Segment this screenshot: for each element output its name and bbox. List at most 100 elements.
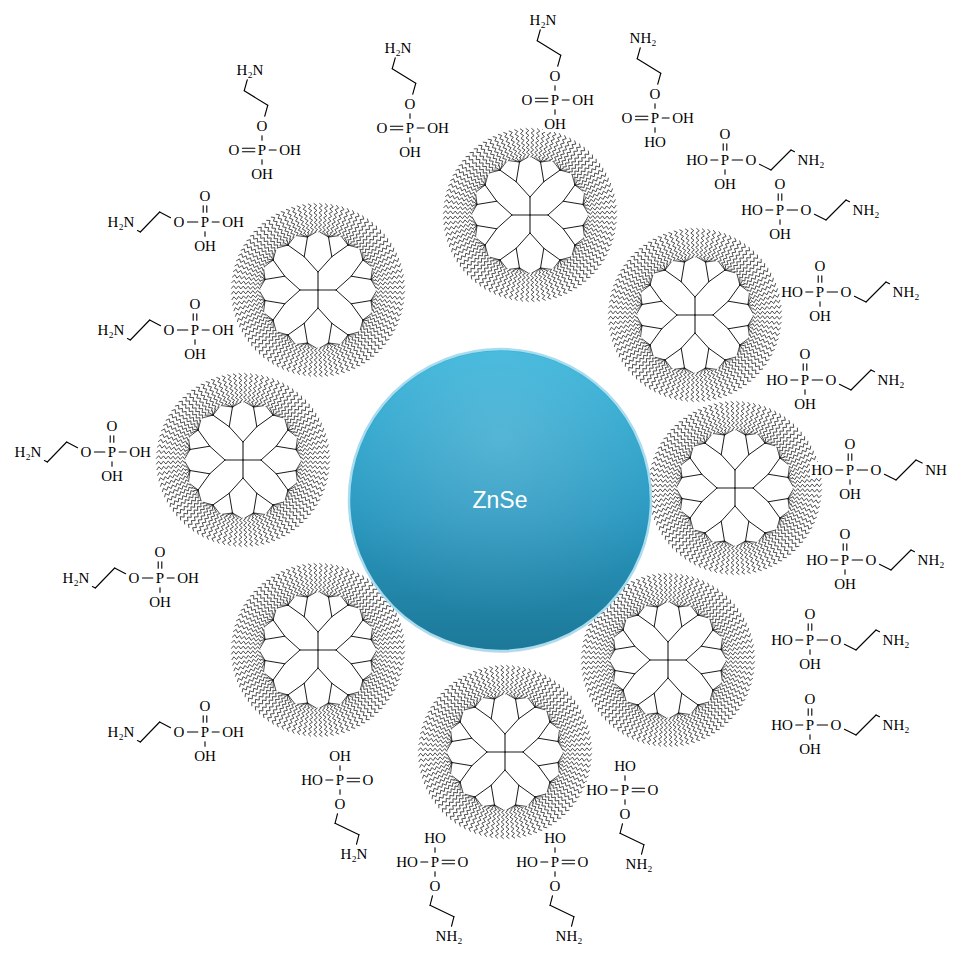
dendrimer-branch xyxy=(679,606,689,607)
atom-label: O xyxy=(825,372,838,389)
dendrimer-branch xyxy=(765,443,775,446)
dendrimer-branch xyxy=(198,430,210,446)
bond-line xyxy=(632,791,644,792)
dendrimer-branch xyxy=(558,763,559,773)
alkyl-chain xyxy=(718,689,742,705)
bond-line xyxy=(261,160,262,165)
dendrimer-branch xyxy=(682,474,702,477)
alkyl-chain xyxy=(520,669,531,697)
bond-line xyxy=(347,778,359,779)
bond-line xyxy=(537,41,561,55)
dendrimer-branch xyxy=(560,170,570,173)
dendrimer-branch xyxy=(695,530,705,533)
alkyl-chain xyxy=(693,412,708,437)
bond-line xyxy=(844,729,856,735)
dendrimer-branch xyxy=(705,521,721,533)
bond-line xyxy=(856,715,876,735)
dendrimer-branch xyxy=(695,282,709,297)
dendrimer-branch xyxy=(351,636,371,639)
alkyl-chain xyxy=(270,510,285,535)
alkyl-chain xyxy=(456,169,480,185)
alkyl-chain xyxy=(659,368,673,394)
dendrimer-branch xyxy=(583,221,588,226)
dendrimer-branch xyxy=(449,763,453,766)
bond-line xyxy=(392,69,416,83)
alkyl-chain xyxy=(376,646,405,650)
dendrimer-branch xyxy=(229,478,243,493)
dendrimer-branch xyxy=(288,430,296,436)
alkyl-chain xyxy=(207,513,221,539)
dendrimer-branch xyxy=(759,435,765,443)
bond-line xyxy=(809,650,810,655)
alkyl-chain xyxy=(301,460,330,464)
dendrimer-branch xyxy=(788,475,792,478)
alkyl-chain xyxy=(743,268,767,284)
bond-line xyxy=(535,101,547,102)
alkyl-chain xyxy=(517,667,526,695)
alkyl-chain xyxy=(691,580,705,606)
dendrimer-branch xyxy=(721,666,726,671)
dendrimer-branch xyxy=(544,170,560,182)
dendrimer-branch xyxy=(351,276,371,279)
dendrimer-branch xyxy=(304,597,307,617)
alkyl-chain xyxy=(376,290,405,294)
dendrimer-branch xyxy=(298,703,308,704)
alkyl-chain xyxy=(648,242,664,266)
alkyl-chain xyxy=(692,712,706,738)
alkyl-chain xyxy=(484,265,500,289)
alkyl-chain xyxy=(585,634,613,645)
atom-label: NH₂ xyxy=(629,30,658,47)
bond-line xyxy=(67,442,78,448)
alkyl-chain xyxy=(549,133,561,160)
alkyl-chain xyxy=(233,629,261,638)
alkyl-chain xyxy=(239,373,243,402)
alkyl-chain xyxy=(792,500,820,509)
alkyl-chain xyxy=(652,462,680,473)
alkyl-chain xyxy=(345,340,360,365)
alkyl-chain xyxy=(282,343,296,369)
dendrimer-branch xyxy=(665,270,681,282)
dendrimer-branch xyxy=(185,449,190,458)
bond-line xyxy=(261,136,262,141)
alkyl-chain xyxy=(528,672,542,698)
bond-line xyxy=(916,460,922,463)
alkyl-chain xyxy=(695,228,699,257)
dendrimer-branch xyxy=(288,683,304,695)
bond-line xyxy=(92,587,95,588)
dendrimer-branch xyxy=(452,738,472,741)
atom-label: H₂N xyxy=(384,40,413,57)
alkyl-chain xyxy=(308,204,314,233)
dendrimer-branch xyxy=(265,260,273,266)
alkyl-chain xyxy=(333,567,344,595)
dendrimer-branch xyxy=(261,639,265,640)
atom-label: O xyxy=(621,110,634,127)
dendrimer-branch xyxy=(665,262,671,270)
dendrimer-branch xyxy=(327,593,328,597)
atom-label: OH xyxy=(571,92,595,109)
alkyl-chain xyxy=(753,315,782,319)
bond-line xyxy=(212,731,219,732)
dendrimer-branch xyxy=(371,652,376,661)
alkyl-chain xyxy=(443,215,472,219)
dendrimer-branch xyxy=(583,217,588,226)
alkyl-chain xyxy=(357,226,377,247)
atom-label: HO xyxy=(765,372,789,389)
alkyl-chain xyxy=(545,132,556,160)
dendrimer-branch xyxy=(583,198,586,204)
dendrimer-branch xyxy=(679,713,682,717)
dendrimer-branch xyxy=(572,175,575,185)
dendrimer-branch xyxy=(642,285,650,291)
bond-line xyxy=(732,159,742,160)
dendrimer-branch xyxy=(260,279,265,284)
dendrimer-branch xyxy=(232,513,237,518)
dendrimer-branch xyxy=(725,357,735,360)
dendrimer-branch xyxy=(475,707,491,719)
dendrimer-branch xyxy=(642,339,650,345)
dendrimer-branch xyxy=(650,285,662,301)
dendrimer-branch xyxy=(746,434,756,435)
alkyl-chain xyxy=(419,756,448,762)
dendrimer-branch xyxy=(519,157,528,162)
dendrimer-branch xyxy=(628,615,638,618)
dendrimer-branch xyxy=(670,602,679,607)
dendrimer-branch xyxy=(728,301,748,304)
